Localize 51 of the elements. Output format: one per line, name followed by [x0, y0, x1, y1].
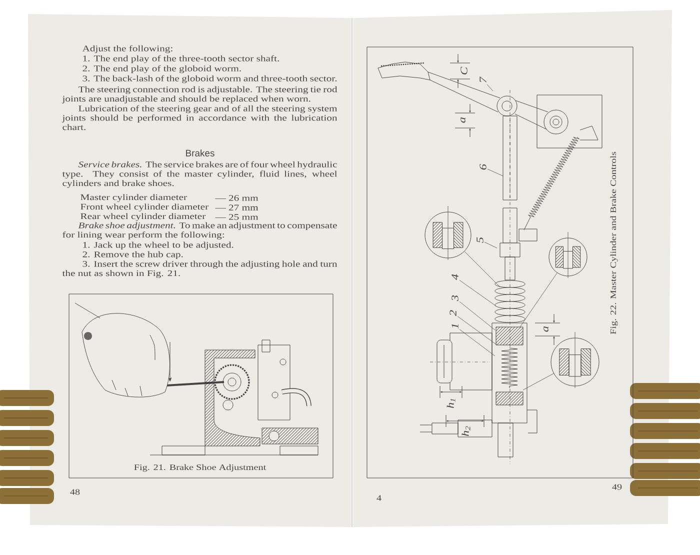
callout-number: 7	[480, 76, 486, 82]
leader-line	[520, 272, 558, 328]
callout-number: 6	[480, 164, 486, 170]
list-item: 1. The end play of the three-tooth sector shaft.	[83, 55, 279, 64]
signature-mark: 4	[376, 495, 382, 501]
dimension-label: h$_{2}$	[462, 426, 470, 436]
list-item: 3. Insert the screw driver through the adjusting hole and turn the nut as shown in Fig. 21.	[62, 260, 338, 278]
dimension-label: h$_{1}$	[446, 398, 456, 408]
table-cell: Master cylinder diameter	[80, 194, 187, 202]
paragraph: Lubrication of the steering gear and of all the steering system joints should be performed in accordance with the lubrication chart.	[62, 105, 338, 130]
leader-line	[457, 316, 498, 346]
table-cell: Front wheel cylinder diameter	[80, 204, 208, 212]
leader-line	[459, 280, 496, 306]
paragraph: Service brakes. The service brakes are of four wheel hydraulic type. They consist of the master cylinder, fluid lines, wheel cylinders and brake shoes.	[62, 161, 338, 188]
leader-line	[486, 84, 494, 92]
paragraph: The steering connection rod is adjustable. The steering tie rod joints are unadjustable and should be replaced when worn.	[62, 86, 338, 104]
page-number: 48	[70, 489, 80, 495]
paragraph: Adjust the following:	[82, 45, 172, 54]
table-cell: — 25 mm	[215, 214, 258, 220]
leader-line	[459, 301, 496, 330]
list-item: 3. The back-lash of the globoid worm and three-tooth sector.	[82, 75, 337, 84]
dimension-label: a	[544, 326, 548, 332]
section-heading: Brakes	[186, 150, 214, 156]
leader-line	[487, 168, 504, 176]
page-number: 49	[612, 484, 622, 490]
callout-number: 3	[452, 295, 458, 302]
callout-number: 2	[450, 310, 456, 316]
paragraph: Brake shoe adjustment. To make an adjustment to compensate for lining wear perform the following:	[62, 222, 337, 240]
detail-circle	[442, 206, 464, 260]
leader-line	[464, 251, 500, 288]
figure-caption: Fig. 22. Master Cylinder and Brake Controls	[610, 152, 618, 334]
leader-line	[522, 373, 554, 390]
callout-number: 1	[452, 324, 458, 329]
detail-circle	[563, 232, 581, 278]
detail-circle	[568, 332, 591, 388]
table-cell: Rear wheel cylinder diameter	[80, 213, 206, 221]
list-item: 2. Remove the hub cap.	[82, 251, 183, 260]
dimension-label: a	[460, 117, 466, 123]
figure-caption: Fig. 21. Brake Shoe Adjustment	[134, 464, 266, 472]
table-cell: — 26 mm	[215, 195, 258, 201]
list-item: 2. The end play of the globoid worm.	[82, 65, 241, 74]
callout-number: 4	[452, 274, 458, 280]
callout-number: 5	[476, 237, 484, 243]
dimension-label: C	[460, 66, 468, 74]
leader-line	[484, 242, 498, 248]
detail-circle	[550, 338, 600, 386]
leader-line	[459, 329, 496, 356]
detail-circle	[548, 238, 588, 276]
detail-circle	[424, 212, 472, 258]
list-item: 1. Jack up the wheel to be adjusted.	[83, 242, 234, 250]
table-cell: — 27 mm	[215, 204, 258, 210]
